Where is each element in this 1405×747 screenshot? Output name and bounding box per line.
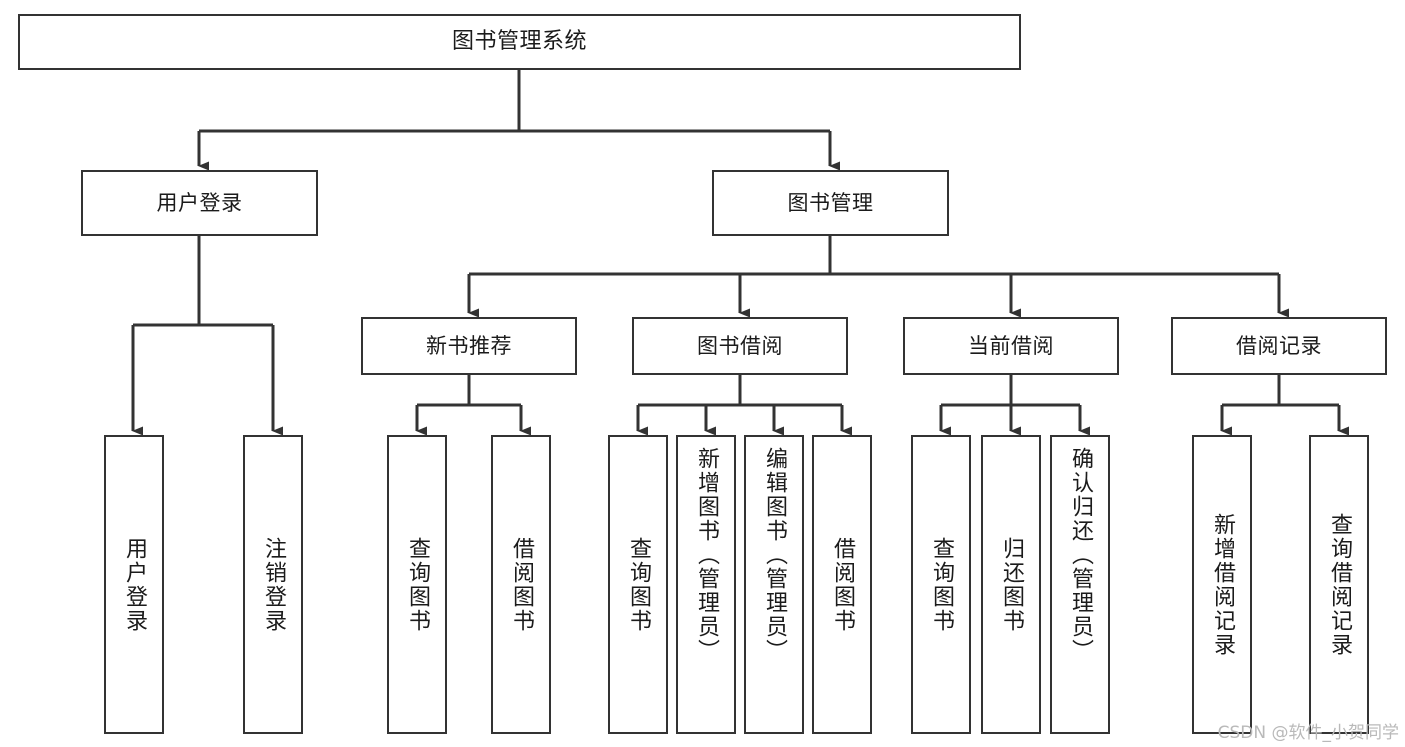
node-leaf-return-book[interactable]: 归还图书 <box>981 435 1041 734</box>
node-leaf-edit-book[interactable]: 编辑图书（管理员） <box>744 435 804 734</box>
node-current-borrow[interactable]: 当前借阅 <box>903 317 1119 375</box>
node-label: 借阅记录 <box>1236 333 1322 358</box>
node-label: 查询图书 <box>626 536 651 633</box>
watermark-text: CSDN @软件_小贺同学 <box>1217 723 1399 743</box>
node-label: 图书管理 <box>787 190 874 215</box>
node-label: 编辑图书（管理员） <box>762 447 787 663</box>
node-label: 注销登录 <box>261 536 286 633</box>
node-label: 图书借阅 <box>697 333 783 358</box>
node-label: 新增借阅记录 <box>1210 512 1235 657</box>
node-leaf-query-book-2[interactable]: 查询图书 <box>608 435 668 734</box>
node-label: 新书推荐 <box>426 333 512 358</box>
node-leaf-borrow-book-1[interactable]: 借阅图书 <box>491 435 551 734</box>
node-root-system[interactable]: 图书管理系统 <box>18 14 1021 70</box>
node-leaf-confirm-return[interactable]: 确认归还（管理员） <box>1050 435 1110 734</box>
node-label: 用户登录 <box>122 536 147 633</box>
node-label: 当前借阅 <box>968 333 1054 358</box>
node-leaf-query-record[interactable]: 查询借阅记录 <box>1309 435 1369 734</box>
node-label: 用户登录 <box>156 190 243 215</box>
node-label: 图书管理系统 <box>451 29 587 55</box>
node-label: 查询图书 <box>929 536 954 633</box>
node-borrow-record[interactable]: 借阅记录 <box>1171 317 1387 375</box>
node-label: 查询借阅记录 <box>1327 512 1352 657</box>
node-leaf-add-book[interactable]: 新增图书（管理员） <box>676 435 736 734</box>
node-book-manage[interactable]: 图书管理 <box>712 170 949 236</box>
node-leaf-query-book-3[interactable]: 查询图书 <box>911 435 971 734</box>
node-leaf-borrow-book-2[interactable]: 借阅图书 <box>812 435 872 734</box>
node-label: 归还图书 <box>999 536 1024 633</box>
node-leaf-user-login[interactable]: 用户登录 <box>104 435 164 734</box>
node-book-borrow[interactable]: 图书借阅 <box>632 317 848 375</box>
node-leaf-add-record[interactable]: 新增借阅记录 <box>1192 435 1252 734</box>
node-user-login[interactable]: 用户登录 <box>81 170 318 236</box>
node-label: 查询图书 <box>405 536 430 633</box>
node-label: 借阅图书 <box>509 536 534 633</box>
node-label: 新增图书（管理员） <box>694 447 719 663</box>
node-label: 借阅图书 <box>830 536 855 633</box>
node-leaf-query-book-1[interactable]: 查询图书 <box>387 435 447 734</box>
node-new-book-rec[interactable]: 新书推荐 <box>361 317 577 375</box>
node-label: 确认归还（管理员） <box>1068 447 1093 663</box>
node-leaf-user-logout[interactable]: 注销登录 <box>243 435 303 734</box>
